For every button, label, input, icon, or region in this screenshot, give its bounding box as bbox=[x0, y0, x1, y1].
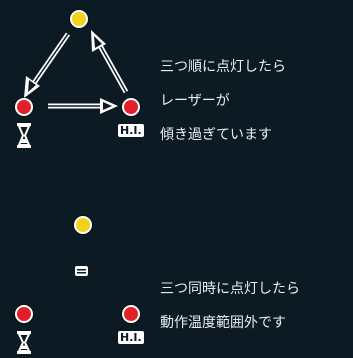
sequence-hi-label: H.I. bbox=[118, 124, 144, 137]
sequence-yellow-lamp bbox=[70, 10, 88, 28]
simultaneous-yellow-lamp bbox=[74, 216, 92, 234]
simultaneous-hi-label: H.I. bbox=[118, 331, 144, 344]
simultaneous-left-red-lamp bbox=[15, 305, 33, 323]
sequence-description-line-1: 三つ順に点灯したら bbox=[160, 59, 286, 75]
sequence-description: 三つ順に点灯したら レーザーが 傾き過ぎています bbox=[160, 42, 286, 161]
sequence-left-red-lamp bbox=[15, 98, 33, 116]
simultaneous-right-red-lamp bbox=[122, 305, 140, 323]
sequence-description-line-3: 傾き過ぎています bbox=[160, 127, 272, 143]
sequence-right-red-lamp bbox=[122, 98, 140, 116]
simultaneous-description-line-2: 動作温度範囲外です bbox=[160, 315, 286, 331]
arrow-top-to-left bbox=[24, 32, 71, 98]
simultaneous-description: 三つ同時に点灯したら 動作温度範囲外です bbox=[160, 264, 300, 349]
arrow-right-to-top bbox=[91, 30, 129, 94]
arrow-left-to-right bbox=[48, 98, 118, 114]
sequence-description-line-2: レーザーが bbox=[160, 93, 230, 109]
simultaneous-description-line-1: 三つ同時に点灯したら bbox=[160, 281, 300, 297]
